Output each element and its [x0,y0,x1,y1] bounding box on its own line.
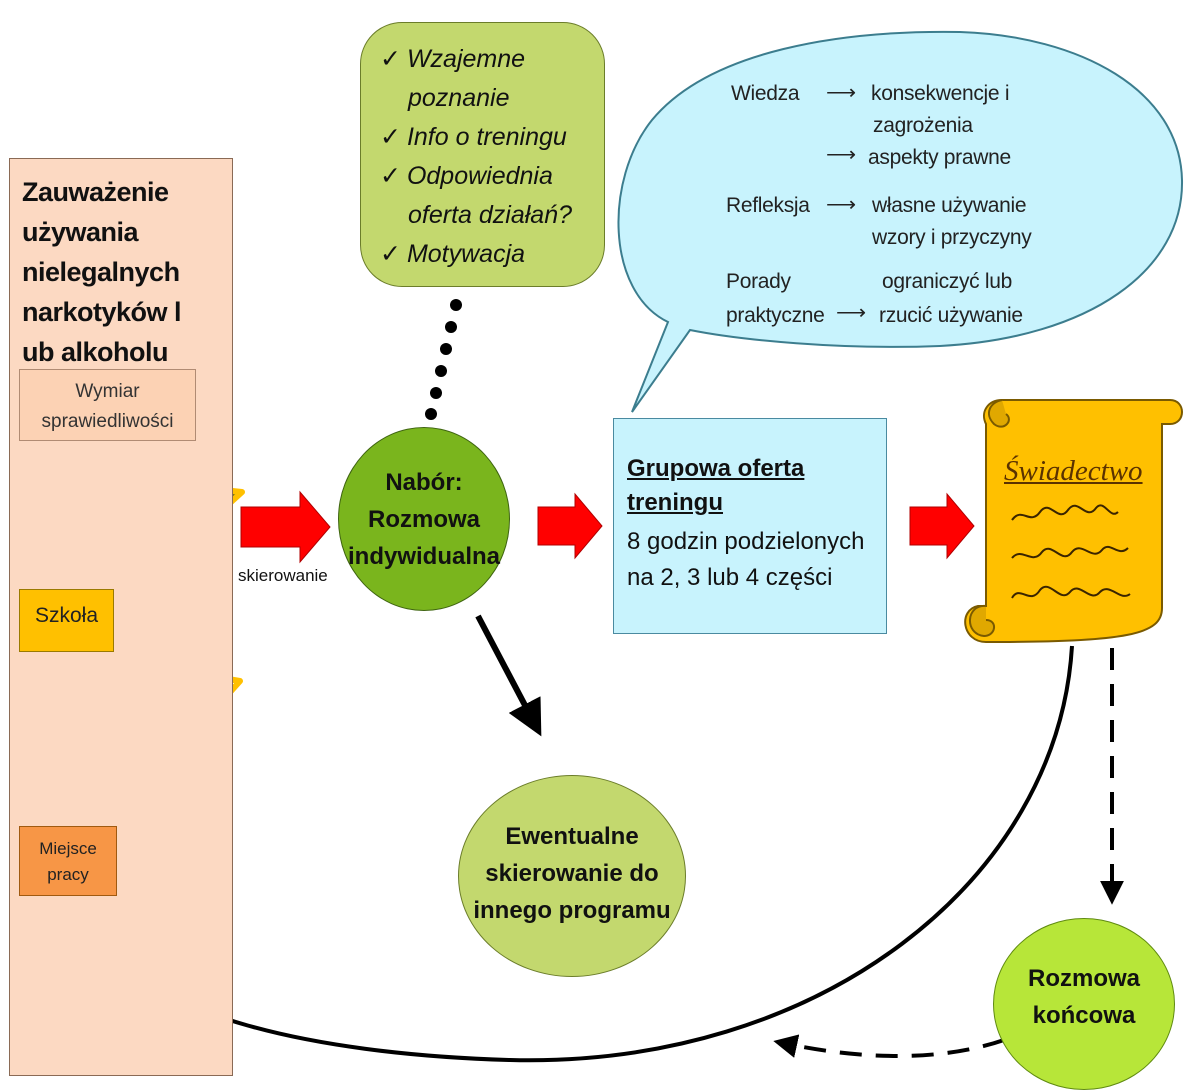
bubble-wzory: wzory i przyczyny [872,226,1032,249]
arrow-right-icon: ⟶ [836,301,866,324]
alternative-node [458,775,686,977]
bubble-porady: Porady [726,270,791,293]
school-label: Szkoła [34,604,99,627]
checklist-box [360,22,605,287]
checklist-item: ✓Odpowiednia [380,162,553,190]
school-box [19,589,114,652]
bubble-konsekwencje: konsekwencje i [871,82,1010,105]
arrow-right-icon [240,490,331,564]
bubble-wlasne: własne używanie [872,194,1027,217]
bubble-refleksja: Refleksja [726,194,810,217]
bubble-praktyczne: praktyczne [726,304,825,327]
arrow-to-alternative [475,614,542,737]
arrow-right-icon: ⟶ [826,81,856,104]
check-icon: ✓ [380,45,401,73]
arrow-right-icon [537,492,603,560]
check-icon: ✓ [380,123,401,151]
checklist-item-cont: poznanie [408,84,510,112]
justice-box [19,369,196,441]
alternative-label: Ewentualne skierowanie do innego program… [473,823,671,924]
bubble-aspekty: aspekty prawne [868,146,1011,169]
group-training-box [613,418,887,634]
left-panel-title: Zauważenie używania nielegalnych narkoty… [22,177,182,367]
referral-label: skierowanie [238,566,328,585]
dotted-connector [425,299,462,420]
certificate-scroll [964,399,1183,644]
speech-bubble [617,30,1184,413]
bubble-zagrozenia: zagrożenia [873,114,973,137]
final-interview-label: Rozmowa końcowa [1027,965,1140,1029]
check-icon: ✓ [380,162,401,190]
group-training-desc: 8 godzin podzielonych na 2, 3 lub 4 częś… [627,528,865,591]
bubble-rzucic: rzucić używanie [879,304,1023,327]
justice-label: Wymiar sprawiedliwości [41,381,174,432]
checklist-item: ✓Info o treningu [380,123,567,151]
final-interview-node [993,918,1175,1090]
arrow-right-icon: ⟶ [826,193,856,216]
certificate-label: Świadectwo [1004,455,1143,487]
bubble-wiedza: Wiedza [731,82,800,105]
recruitment-label: Nabór: Rozmowa indywidualna [347,469,500,570]
recruitment-node [338,427,510,611]
checklist-item-cont: oferta działań? [408,201,573,229]
arrow-right-icon [909,492,975,560]
work-box [19,826,117,896]
check-icon: ✓ [380,240,401,268]
dashed-from-final [773,1034,1005,1058]
arrow-right-icon: ⟶ [826,143,856,166]
bubble-ograniczyc: ograniczyć lub [882,270,1013,293]
checklist-item: ✓Motywacja [380,240,526,268]
work-label: Miejsce pracy [39,839,97,884]
checklist-item: ✓Wzajemne [380,45,526,73]
checklist: ✓Wzajemne poznanie ✓Info o treningu ✓Odp… [380,40,572,274]
group-training-title: Grupowa oferta treningu [627,455,805,516]
